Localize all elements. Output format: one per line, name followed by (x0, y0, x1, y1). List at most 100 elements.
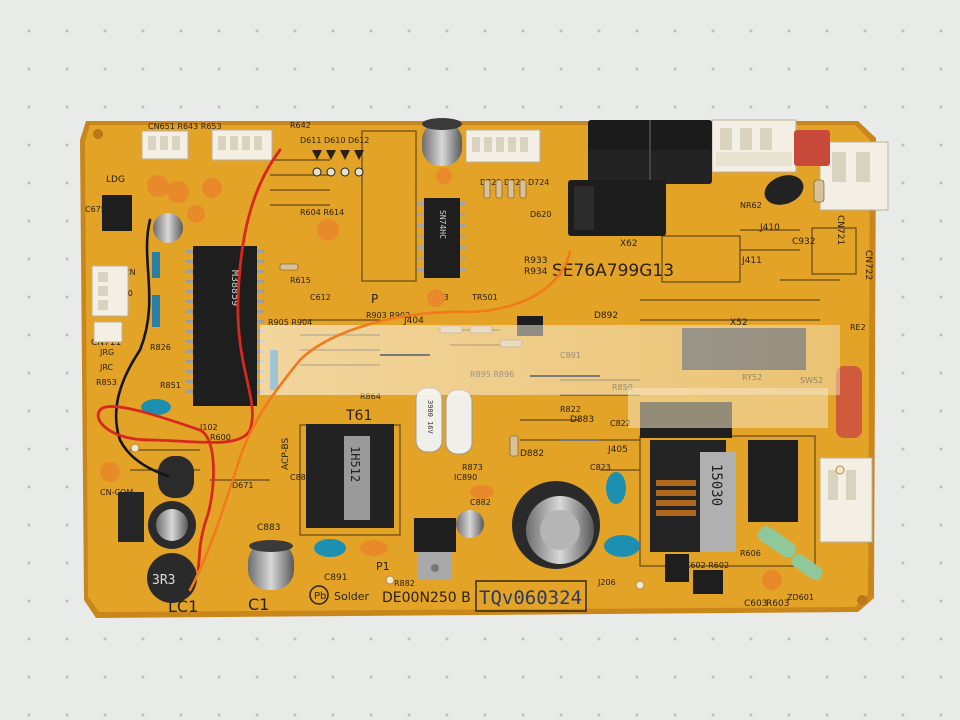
svg-text:R604 R614: R604 R614 (300, 208, 344, 217)
connector-right-edge (819, 141, 889, 211)
svg-text:C822: C822 (610, 419, 631, 428)
wire-black (114, 218, 170, 478)
connector-small-left (93, 321, 123, 343)
regulator-to220 (414, 518, 456, 580)
label-r933: R933 (524, 256, 547, 266)
label-j410: J410 (759, 223, 780, 233)
connector-right-lower (819, 457, 873, 543)
capacitor-block-black (748, 440, 798, 522)
svg-text:C882: C882 (470, 498, 491, 507)
tape-patch (628, 388, 828, 428)
svg-text:R606: R606 (740, 549, 761, 558)
solder-mark-glyph: Pb (314, 591, 326, 602)
svg-text:R905 R904: R905 R904 (268, 318, 312, 327)
ic-small-bottom (693, 570, 723, 594)
svg-text:C823: C823 (590, 463, 611, 472)
svg-text:PC602 R602: PC602 R602 (680, 561, 729, 570)
svg-text:R853: R853 (96, 378, 117, 387)
inductor-3r3: 3R3 (147, 553, 197, 603)
connector-top-right (711, 119, 797, 173)
main-microcontroller: M38859 (186, 246, 264, 406)
svg-text:D671: D671 (232, 481, 253, 490)
capacitor-marking: 3900 16V (426, 400, 434, 435)
ic-ldg (102, 195, 132, 231)
capacitor-small-mid (456, 510, 484, 538)
label-cn722: CN722 (863, 250, 873, 280)
switch-black-left (118, 492, 144, 542)
dip14-marking: SN74HC (438, 210, 447, 239)
label-c883: C883 (257, 523, 280, 533)
svg-text:R822: R822 (560, 405, 581, 414)
svg-text:JRC: JRC (99, 363, 114, 372)
connector-top-left (141, 130, 189, 160)
svg-text:D611 D610 D612: D611 D610 D612 (300, 136, 369, 145)
svg-text:R851: R851 (160, 381, 181, 390)
svg-text:C675: C675 (85, 205, 106, 214)
label-x52: X52 (730, 318, 748, 328)
svg-text:RE2: RE2 (850, 323, 866, 332)
connector-top-center (465, 129, 541, 163)
svg-text:R826: R826 (150, 343, 171, 352)
svg-text:R615: R615 (290, 276, 311, 285)
capacitor-bottom-left (248, 540, 294, 590)
dip14-ic: SN74HC (418, 198, 466, 278)
solder-mark-text: Solder (334, 590, 370, 603)
silkscreen-labels: CN651 R643 R653 R642 D611 D610 D612 R604… (85, 121, 866, 602)
diode-row (312, 150, 364, 177)
label-p: P (371, 292, 378, 306)
transformer-t61: 1H512 (306, 424, 394, 528)
label-d883: D883 (570, 415, 594, 425)
label-r934: R934 (524, 267, 548, 277)
tape-strip (260, 325, 840, 395)
label-t61: T61 (345, 408, 372, 424)
svg-text:JRG: JRG (99, 348, 114, 357)
capacitor-black-left (158, 456, 194, 498)
transformer-marking: 1H512 (348, 446, 362, 482)
silkscreen-key-labels: LDG CN711 J411 J410 J405 CN722 CN721 C93… (91, 175, 873, 616)
wire-orange (188, 250, 572, 592)
label-c1: C1 (248, 595, 269, 614)
svg-text:R864: R864 (360, 392, 381, 401)
label-c603: C603 (744, 599, 767, 609)
mcu-marking: M38859 (229, 270, 240, 306)
capacitor-left-mid (148, 501, 196, 549)
label-c891: C891 (324, 573, 347, 583)
svg-text:CN651 R643 R653: CN651 R643 R653 (148, 122, 222, 131)
capacitor-top-center (422, 118, 462, 166)
label-j411: J411 (741, 256, 762, 266)
label-c932: C932 (792, 237, 815, 247)
svg-text:R882: R882 (394, 579, 415, 588)
svg-text:C884: C884 (290, 473, 311, 482)
connector-top-mid (211, 129, 273, 161)
flyback-transformer: 15030 (650, 440, 736, 552)
handwritten-code: TQv060324 (479, 587, 582, 609)
jumper-wires (380, 354, 600, 441)
wire-red (96, 148, 282, 572)
label-ldg: LDG (106, 175, 125, 185)
svg-text:J206: J206 (597, 578, 616, 587)
svg-text:TR501: TR501 (471, 293, 498, 302)
svg-text:R873: R873 (462, 463, 483, 472)
svg-text:R600: R600 (210, 433, 231, 442)
model-code: DE00N250 B (382, 590, 471, 606)
svg-text:ZD601: ZD601 (787, 593, 814, 602)
inductor-marking: 3R3 (152, 573, 175, 588)
svg-text:R642: R642 (290, 121, 311, 130)
label-cn721: CN721 (835, 215, 845, 245)
flyback-marking: 15030 (708, 464, 724, 506)
svg-text:D722 D723 D724: D722 D723 D724 (480, 178, 549, 187)
svg-text:CN: CN (124, 268, 136, 277)
relay-main (568, 180, 666, 236)
green-components (757, 526, 823, 581)
capacitor-large-bottom (512, 481, 600, 569)
disc-capacitor-black (764, 175, 804, 205)
mounting-holes (130, 443, 845, 590)
label-x62: X62 (620, 239, 638, 249)
label-r603: R603 (766, 599, 789, 609)
ceramic-capacitors (100, 168, 782, 590)
svg-text:CN-COM: CN-COM (100, 488, 133, 497)
label-d882: D882 (520, 449, 544, 459)
capacitor-small-left (153, 213, 183, 243)
svg-text:D620: D620 (530, 210, 551, 219)
